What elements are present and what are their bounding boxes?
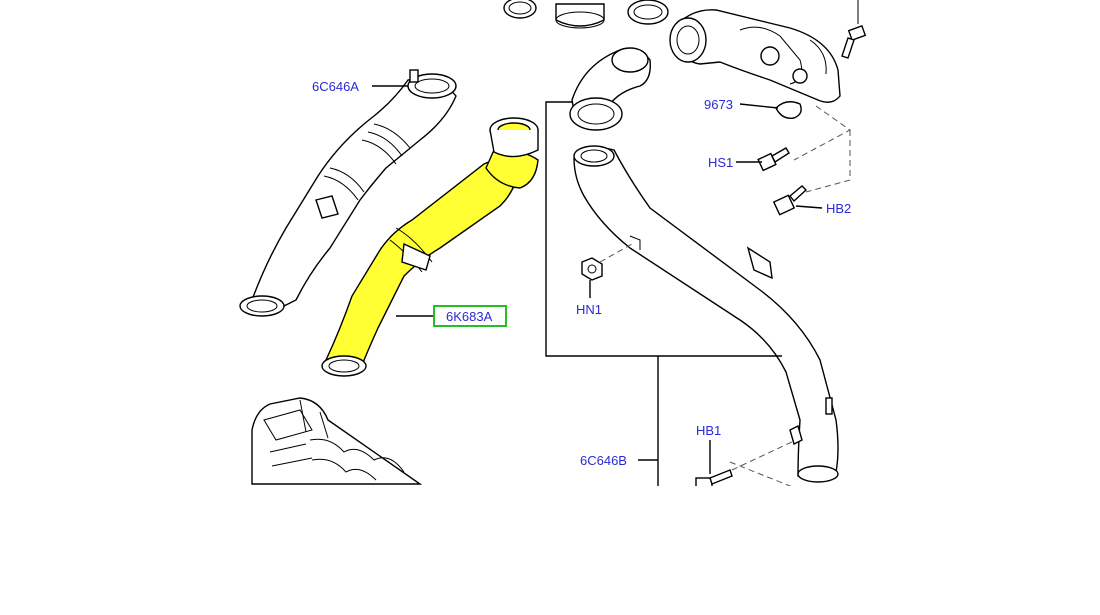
label-hb1[interactable]: HB1 [696,423,721,438]
blank-area [0,486,1100,615]
bolt-hb2 [772,185,808,216]
label-hb2[interactable]: HB2 [826,201,851,216]
selected-part-box [433,305,507,327]
bolt-top-right [841,0,867,59]
coupling-sleeve [555,3,605,29]
intercooler [251,397,423,485]
label-6k683a[interactable]: 6K683A [446,309,493,324]
clamp-ring-1 [503,0,537,19]
label-6c646a[interactable]: 6C646A [312,79,359,94]
bolt-hb1 [695,469,733,489]
clip-9673 [775,101,802,119]
label-6c646b[interactable]: 6C646B [580,453,627,468]
clamp-ring-2 [627,0,669,25]
elbow-upper-right [569,47,651,131]
label-9673[interactable]: 9673 [704,97,733,112]
hose-6c646a [239,69,457,317]
leader-hb2 [795,205,823,209]
label-hn1[interactable]: HN1 [576,302,602,317]
label-hs1[interactable]: HS1 [708,155,733,170]
hose-6k683a-highlighted [321,117,539,377]
hose-6c646b [573,145,839,483]
leader-9673 [739,103,779,109]
screw-hs1 [757,147,790,172]
nut-hn1 [581,257,603,281]
throttle-elbow-assembly [669,9,841,103]
